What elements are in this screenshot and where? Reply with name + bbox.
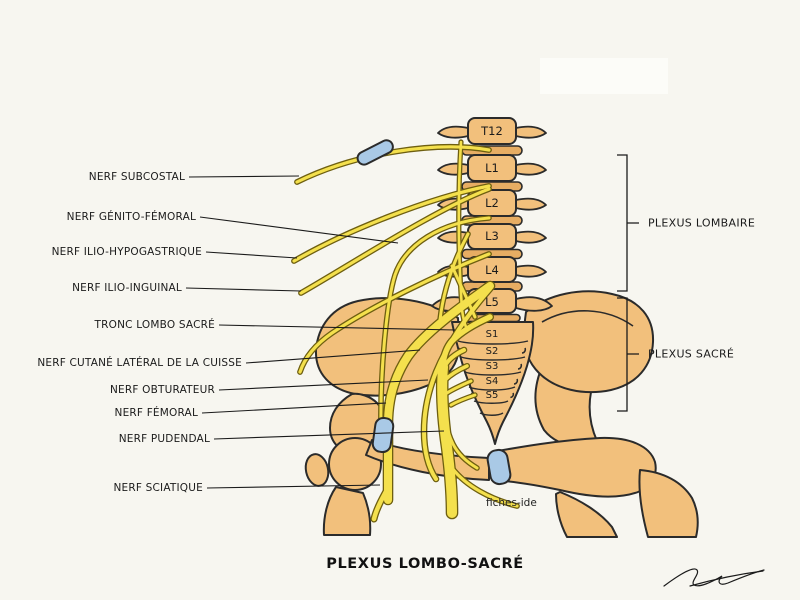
leader-line-iliohypogastric [205,251,298,259]
pelvis-bones [304,290,699,538]
region-brackets [617,154,639,412]
lumbosacral-trunk-path [440,314,493,367]
vertebra-label-t12: T12 [480,124,503,138]
nerve-inferior-branch-path [450,466,519,508]
vertebra-L1 [467,154,517,182]
vertebra-T12 [467,117,517,145]
transverse-process [515,230,547,244]
transverse-process [515,125,547,139]
signature-underline [689,570,764,587]
vertebra-labels: T12 L1 L2 L3 L4 L5 S1 S2 S3 S4 S5 [480,124,503,401]
nerve-label-tronc-lombo-sacre: TRONC LOMBO SACRÉ [94,319,215,331]
vertebra-label-l4: L4 [485,263,499,277]
right-pubic-ramus [491,436,657,498]
transverse-process [515,162,547,176]
leader-line-sciatic [206,484,381,489]
region-label-plexus-sacre: PLEXUS SACRÉ [648,347,735,361]
vertebra-label-l3: L3 [485,229,499,243]
nerve-label-pudendal: NERF PUDENDAL [118,433,210,445]
sacral-root-s3-path [445,379,473,395]
sacral-foramen [517,363,523,370]
nerves [292,140,519,522]
transverse-process [437,162,469,176]
nerve-label-cutane-lateral-cuisse: NERF CUTANÉ LATÉRAL DE LA CUISSE [37,357,242,369]
nerve-label-ilio-hypogastrique: NERF ILIO-HYPOGASTRIQUE [51,246,202,258]
nerve-label-sciatique: NERF SCIATIQUE [113,482,203,494]
nerve-genitofemoral-path [379,216,491,430]
leader-line-lateral-cutaneous [245,349,421,364]
diagram-title: PLEXUS LOMBO-SACRÉ [326,556,524,572]
vertebra-label-s5: S5 [486,390,499,401]
transverse-process [515,197,547,211]
vertebra-label-l2: L2 [485,196,499,210]
leader-line-obturator [218,379,429,391]
region-label-plexus-lombaire: PLEXUS LOMBAIRE [648,216,756,230]
sacral-foramen [521,347,527,354]
vertebra-label-l5: L5 [485,295,499,309]
right-femur [638,469,699,538]
nerve-label-obturateur: NERF OBTURATEUR [110,384,215,396]
vertebra-label-s3: S3 [486,361,499,372]
inguinal-ligament-blue [371,416,395,454]
leader-line-lumbosacral-trunk [218,324,456,331]
nerve-femoral-path [384,282,494,504]
sacral-foramen [510,392,515,399]
faint-background-patch [540,58,668,94]
signature-scribble [663,568,765,587]
nerve-femoral-branch-path [371,485,391,522]
nerve-label-femoral: NERF FÉMORAL [114,407,198,419]
nerve-label-genito-femoral: NERF GÉNITO-FÉMORAL [66,211,196,223]
sacral-foramen [513,378,519,385]
sacral-segment-line [468,386,516,391]
vertebra-L2 [467,189,517,217]
leader-lines [185,175,456,489]
nerve-subcostal-path [295,145,491,184]
sacral-root-s4-path [449,393,477,407]
nerve-label-subcostal: NERF SUBCOSTAL [88,171,185,183]
nerve-label-ilio-inguinal: NERF ILIO-INGUINAL [72,282,182,294]
vertebra-label-s4: S4 [486,376,499,387]
bracket-plexus-lombaire [617,154,639,292]
vertebra-label-s2: S2 [486,346,499,357]
vertebra-label-s1: S1 [486,329,499,340]
costal-cartilage-blue [356,139,394,166]
right-iliac-crest-line [541,310,634,327]
sacral-segment-line [457,340,529,345]
vertebra-label-l1: L1 [485,161,499,175]
plexus-mesh-branch [438,232,470,322]
leader-line-ilioinguinal [185,287,302,292]
nerve-ilioinguinal-path [299,187,491,295]
sacral-segment-line [479,412,504,416]
left-greater-trochanter [304,453,330,487]
sacral-segment-line [460,356,526,361]
leader-line-subcostal [188,175,300,178]
sacral-segment-line [464,371,522,376]
plexus-mesh-branch [450,264,477,319]
nerve-pudendal-path [442,390,479,470]
right-ischium [555,491,618,538]
leader-line-femoral [201,402,387,414]
transverse-process [515,264,547,278]
leader-line-pudendal [213,430,445,440]
watermark-fiches-ide: fiches-ide [486,497,537,509]
left-femur-shaft [322,486,372,536]
pubic-symphysis-blue [486,448,512,486]
transverse-process [515,296,553,312]
ligaments [356,139,512,486]
nerve-obturator-path [421,287,492,481]
bracket-plexus-sacre [617,297,639,412]
sacral-segment-line [473,400,509,404]
transverse-process [437,125,469,139]
leader-line-genitofemoral [199,216,399,244]
nerve-sciatic-path [437,362,457,518]
nerve-iliohypogastric-path [292,184,491,263]
